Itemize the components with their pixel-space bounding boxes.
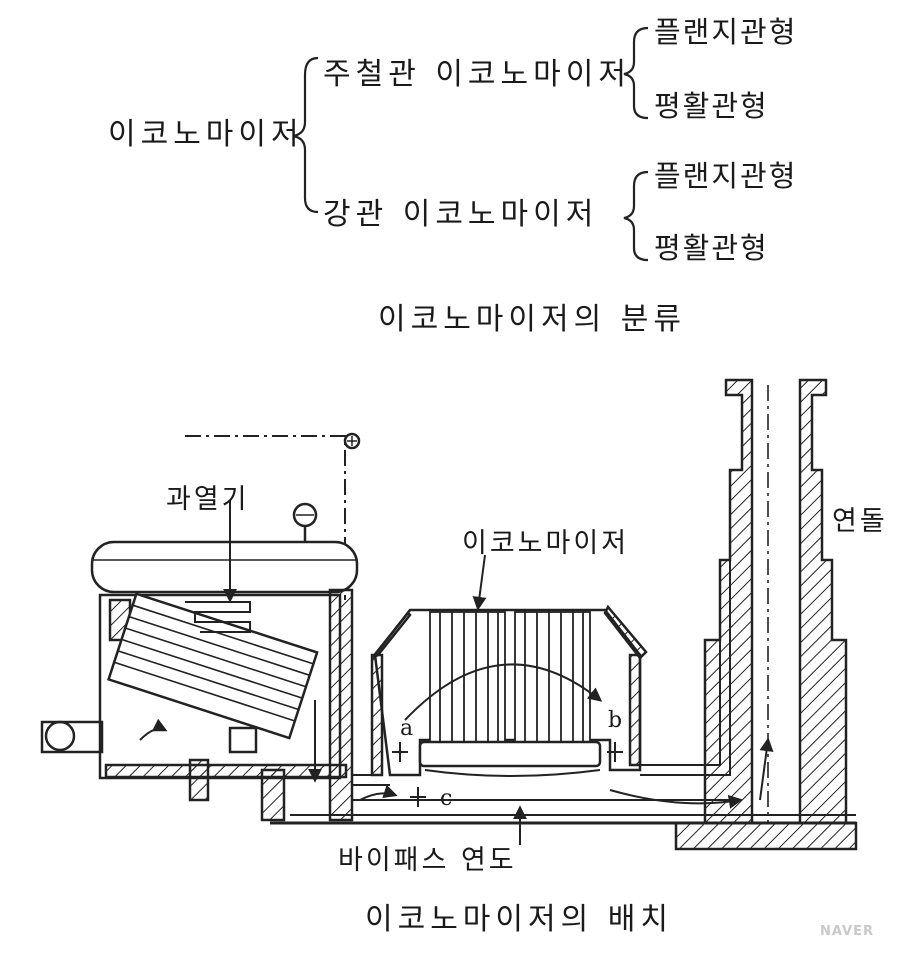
flame-arrow: [139, 718, 168, 741]
superheater-coil: [185, 601, 251, 633]
point-c-label: c: [440, 786, 453, 811]
inlet-flue: [352, 774, 390, 786]
branch1-type2: 평활관형: [654, 89, 769, 123]
boiler-support: [188, 758, 210, 802]
boiler-drum: [90, 540, 359, 594]
economizer-layout-drawing: [40, 378, 858, 851]
point-a-label: a: [400, 716, 414, 741]
damper-marks: [392, 742, 623, 807]
economizer-leader: [472, 554, 487, 611]
branch2-label: 강관 이코노마이저: [323, 197, 599, 232]
branch1-brace: [623, 26, 649, 120]
chimney-label: 연돌: [832, 506, 888, 537]
branch2-brace: [623, 170, 649, 262]
branch1-type1: 플랜지관형: [654, 15, 798, 49]
boiler-rear-wall: [328, 588, 354, 822]
root-brace: [292, 56, 319, 214]
chimney-base: [674, 821, 858, 851]
branch2-type2: 평활관형: [654, 231, 769, 265]
economizer-label: 이코노마이저: [462, 528, 630, 559]
water-tube-bank: [107, 592, 319, 740]
gas-flow-arc: [404, 663, 603, 721]
classification-caption: 이코노마이저의 분류: [378, 302, 686, 337]
bypass-flue-label: 바이패스 연도: [338, 845, 517, 876]
branch2-type1: 플랜지관형: [654, 159, 798, 193]
chimney-left-wall: [703, 378, 754, 825]
naver-watermark: NAVER: [820, 924, 875, 939]
fan-housing: [44, 720, 76, 752]
chimney-flow-arrow: [759, 737, 774, 801]
point-b-label: b: [608, 708, 623, 733]
economizer-tubes: [429, 611, 591, 743]
branch1-label: 주철관 이코노마이저: [323, 57, 631, 92]
classification-root: 이코노마이저: [108, 117, 304, 152]
layout-caption: 이코노마이저의 배치: [365, 902, 673, 937]
classification-braces: [292, 26, 649, 262]
superheater-label: 과열기: [166, 484, 250, 515]
chimney-right-wall: [798, 378, 848, 825]
economizer-bottom-header: [418, 740, 602, 768]
